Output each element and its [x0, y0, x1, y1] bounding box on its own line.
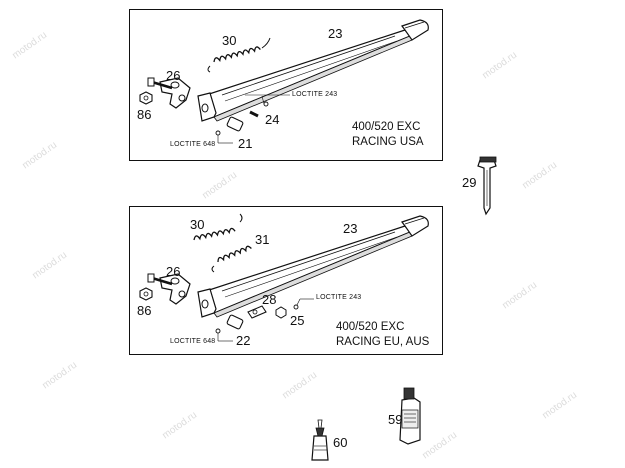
callout-22-bottom: 22: [236, 333, 251, 348]
loctite-648-note-bottom: LOCTITE 648: [170, 338, 216, 345]
caption-top: 400/520 EXC RACING USA: [352, 120, 424, 150]
callout-24-top: 24: [265, 112, 280, 127]
callout-25-bottom: 25: [290, 313, 305, 328]
caption-top-line1: 400/520 EXC: [352, 121, 421, 133]
caption-bottom: 400/520 EXC RACING EU, AUS: [336, 320, 429, 350]
caption-bottom-line2: RACING EU, AUS: [336, 335, 430, 348]
callout-86-bottom: 86: [137, 303, 152, 318]
loctite-243-note-top: LOCTITE 243: [292, 91, 338, 98]
callout-23-top: 23: [328, 26, 343, 41]
caption-top-line2: RACING USA: [352, 135, 424, 148]
top-panel-frame: [129, 9, 443, 161]
loctite-243-note-bottom: LOCTITE 243: [316, 294, 362, 301]
callout-30-bottom: 30: [190, 217, 205, 232]
bottom-panel-frame: [129, 206, 443, 355]
callout-28-bottom: 28: [262, 292, 277, 307]
callout-23-bottom: 23: [343, 221, 358, 236]
callout-60: 60: [333, 435, 348, 450]
callout-59: 59: [388, 412, 403, 427]
callout-86-top: 86: [137, 107, 152, 122]
loctite-648-note-top: LOCTITE 648: [170, 141, 216, 148]
callout-31-bottom: 31: [255, 232, 270, 247]
callout-29: 29: [462, 175, 477, 190]
caption-bottom-line1: 400/520 EXC: [336, 321, 405, 333]
callout-26-top: 26: [166, 68, 181, 83]
callout-21-top: 21: [238, 136, 253, 151]
callout-30-top: 30: [222, 33, 237, 48]
callout-26-bottom: 26: [166, 264, 181, 279]
